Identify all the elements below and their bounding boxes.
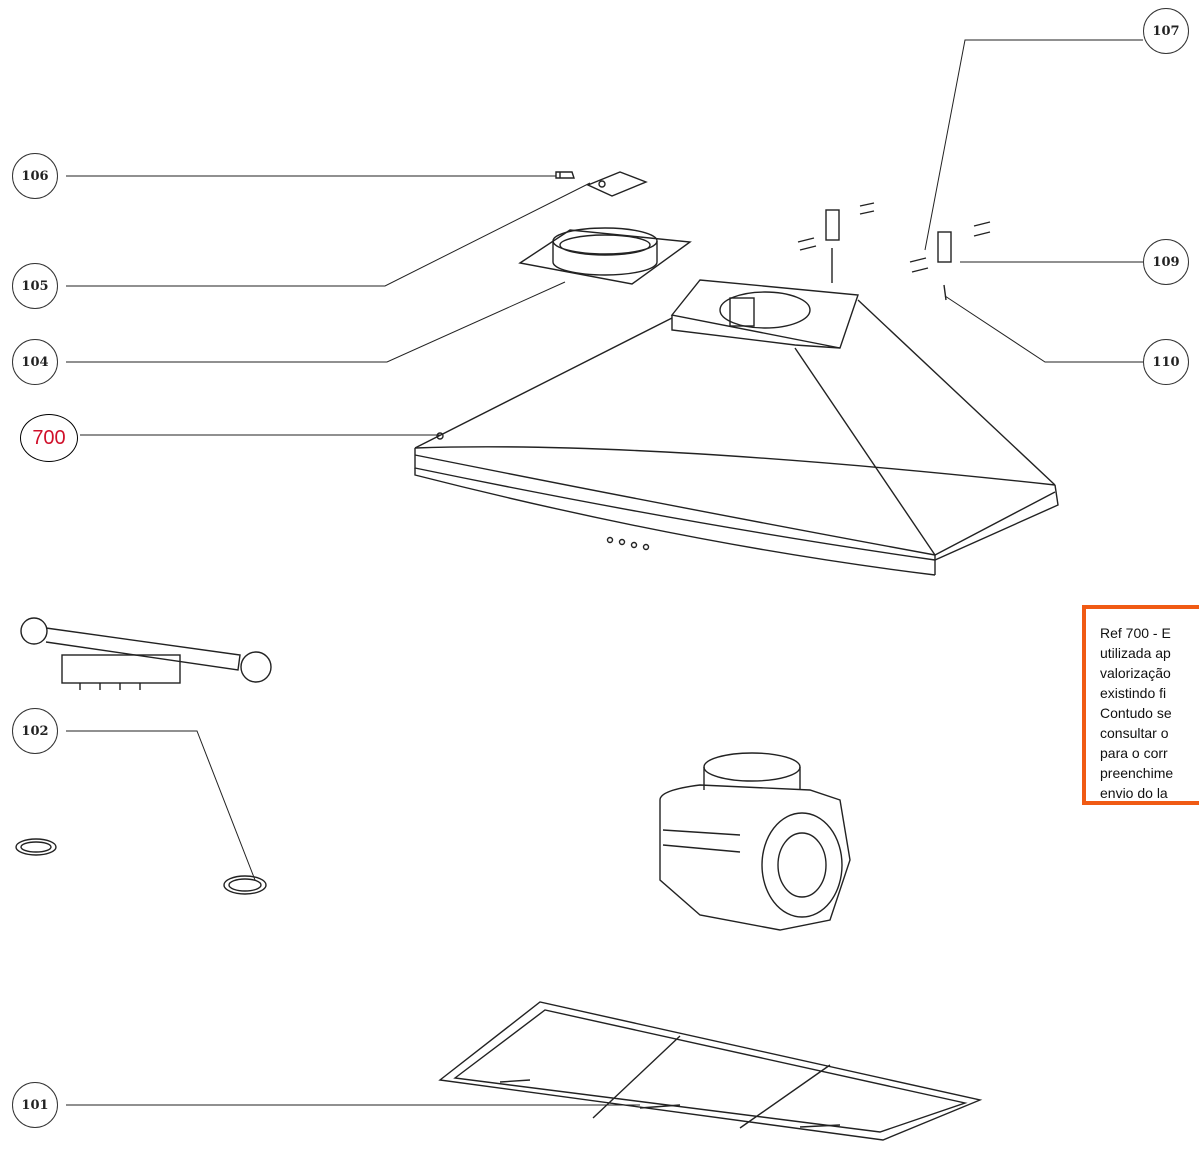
note-line: preenchime	[1100, 765, 1174, 781]
part-101-filter	[438, 1001, 983, 1141]
part-102-rings	[15, 838, 267, 895]
note-line: para o corr	[1100, 745, 1168, 761]
callout-106: 106	[12, 153, 58, 199]
callout-107: 107	[1143, 8, 1189, 54]
callout-110: 110	[1143, 339, 1189, 385]
note-line: Ref 700 - E	[1100, 625, 1171, 641]
part-blower-motor	[659, 752, 851, 931]
part-lamp-assembly	[20, 617, 272, 690]
part-104-duct-collar	[518, 227, 692, 285]
part-109-bracket	[909, 221, 991, 301]
part-107-wall-bracket	[797, 202, 875, 283]
part-105-bracket	[586, 171, 648, 197]
callout-102: 102	[12, 708, 58, 754]
note-line: existindo fi	[1100, 685, 1167, 701]
leader-lines	[66, 39, 1143, 1106]
callout-101: 101	[12, 1082, 58, 1128]
leader-104	[66, 281, 566, 363]
leader-110	[944, 295, 1143, 363]
leader-105	[66, 182, 591, 287]
note-line: envio do la	[1100, 785, 1168, 801]
note-box: Ref 700 - E utilizada ap valorização exi…	[1082, 605, 1199, 805]
callout-700: 700	[20, 414, 78, 462]
note-line: consultar o	[1100, 725, 1169, 741]
leader-102	[66, 730, 256, 881]
callout-109: 109	[1143, 239, 1189, 285]
callout-104: 104	[12, 339, 58, 385]
part-700-hood-canopy	[414, 279, 1059, 576]
leader-107	[924, 39, 1143, 251]
callout-105: 105	[12, 263, 58, 309]
note-line: utilizada ap	[1100, 645, 1171, 661]
note-line: Contudo se	[1100, 705, 1172, 721]
note-line: valorização	[1100, 665, 1171, 681]
part-106-screw	[555, 171, 575, 179]
